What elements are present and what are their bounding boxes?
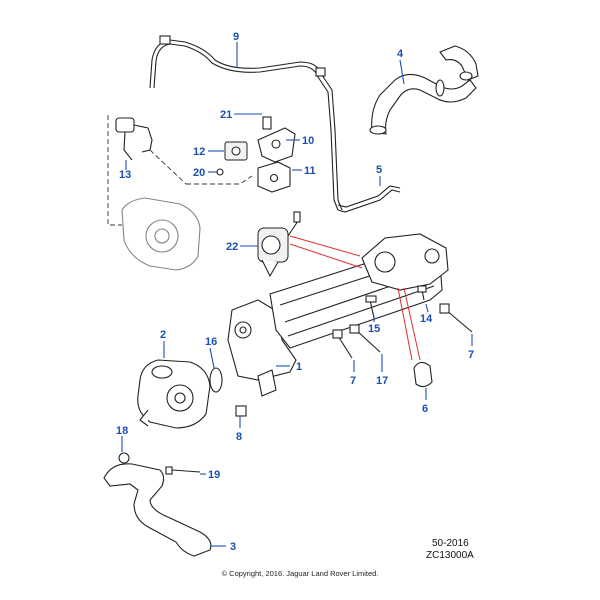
coolant-pipe-3	[103, 452, 212, 557]
callout-4: 4	[397, 48, 404, 60]
callout-8: 8	[236, 431, 242, 443]
copyright-notice: © Copyright, 2016. Jaguar Land Rover Lim…	[222, 569, 379, 578]
callout-21: 21	[220, 109, 232, 121]
coolant-hose-4	[369, 45, 479, 135]
callout-7-right: 7	[468, 349, 474, 361]
callout-19: 19	[208, 469, 220, 481]
callout-11: 11	[304, 165, 316, 177]
callout-2: 2	[160, 329, 166, 341]
callout-12: 12	[193, 146, 205, 158]
gasket-16	[209, 367, 223, 393]
callout-labels: 9 4 21 10 12 13 20 11 5 22 2 16 15 14 1 …	[116, 31, 474, 553]
bracket-group	[216, 116, 296, 193]
egr-valve	[361, 233, 449, 291]
callout-3: 3	[230, 541, 236, 553]
callout-10: 10	[302, 135, 314, 147]
callout-6: 6	[422, 403, 428, 415]
callout-9: 9	[233, 31, 239, 43]
callout-20: 20	[193, 167, 205, 179]
illustration-code: ZC13000A	[426, 550, 474, 561]
callout-18: 18	[116, 425, 128, 437]
vacuum-pipe-9	[149, 35, 401, 213]
solenoid-13	[107, 115, 253, 226]
water-pump-2	[137, 359, 211, 429]
callout-17: 17	[376, 375, 388, 387]
callout-16: 16	[205, 336, 217, 348]
callout-13: 13	[119, 169, 131, 181]
callout-14: 14	[420, 313, 433, 325]
bolts	[235, 285, 473, 417]
actuator-22	[257, 211, 301, 278]
highlight-lines	[289, 235, 421, 361]
callout-7-lower: 7	[350, 375, 356, 387]
callout-1: 1	[296, 361, 302, 373]
pump-ghost	[121, 197, 201, 271]
date-code: 50-2016	[432, 538, 469, 549]
callout-5: 5	[376, 164, 382, 176]
callout-15: 15	[368, 323, 380, 335]
callout-22: 22	[226, 241, 238, 253]
leader-lines	[121, 42, 473, 547]
